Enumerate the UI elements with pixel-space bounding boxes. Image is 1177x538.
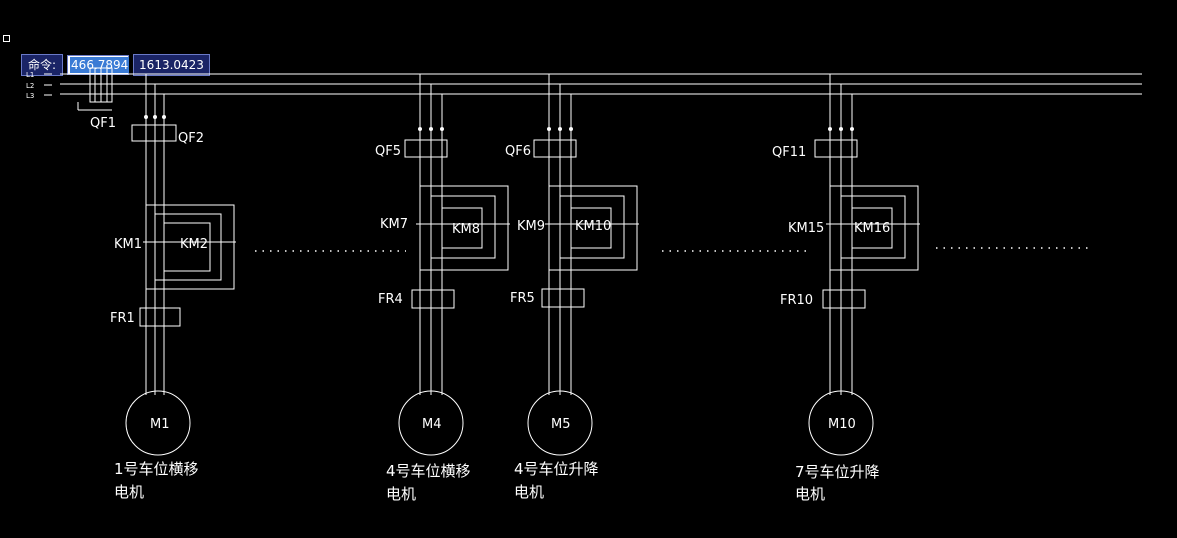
breaker-symbol [814, 139, 858, 158]
contactor-b-label: KM16 [854, 221, 890, 236]
motor-symbol [808, 390, 874, 456]
motor-caption-line2: 电机 [795, 485, 825, 503]
motor-caption-line1: 4号车位升降 [514, 460, 599, 478]
branch-4: QF11 KM15 KM16 FR10 M10 7号车位升降 电机 [772, 74, 920, 503]
breaker-label: QF6 [505, 144, 531, 159]
motor-caption-line2: 电机 [514, 483, 544, 501]
contactor-a-label: KM9 [517, 219, 545, 234]
relay-label: FR1 [110, 311, 135, 326]
breaker-symbol [131, 124, 177, 142]
relay-label: FR10 [780, 293, 813, 308]
breaker-symbol [404, 139, 448, 158]
contactor-b-label: KM8 [452, 222, 480, 237]
command-prompt-label: 命令: [21, 54, 64, 76]
motor-caption-line1: 1号车位横移 [114, 460, 199, 478]
branch-2: QF5 KM7 KM8 FR4 M4 4号车位横移 电机 [375, 74, 510, 503]
relay-symbol [139, 307, 181, 327]
relay-label: FR4 [378, 292, 403, 307]
breaker-symbol [533, 139, 577, 158]
breaker-label: QF5 [375, 144, 401, 159]
bus-label-l3: L3 [26, 92, 34, 100]
main-breaker-qf1: QF1 [77, 67, 116, 131]
motor-label: M1 [150, 417, 170, 432]
relay-label: FR5 [510, 291, 535, 306]
motor-caption-line1: 7号车位升降 [795, 463, 880, 481]
x-coordinate-value[interactable]: 466.7894 [70, 57, 130, 73]
motor-symbol [398, 390, 464, 456]
contactor-a-label: KM1 [114, 237, 142, 252]
bus-label-l2: L2 [26, 82, 34, 90]
bus-label-l1: L1 [26, 71, 34, 79]
motor-symbol [125, 390, 191, 456]
motor-symbol [527, 390, 593, 456]
contactor-a-label: KM15 [788, 221, 824, 236]
branch-3: QF6 KM9 KM10 FR5 M5 4号车位升降 电机 [505, 74, 639, 501]
branch-1: QF2 KM1 KM2 FR1 M1 1号车位横移 电机 [110, 74, 236, 501]
y-coordinate-input[interactable]: 1613.0423 [133, 54, 210, 76]
breaker-label: QF11 [772, 145, 806, 160]
ucs-marker [3, 35, 10, 42]
relay-symbol [541, 288, 585, 308]
relay-symbol [411, 289, 455, 309]
omission-dots [255, 247, 1088, 252]
motor-label: M5 [551, 417, 571, 432]
motor-label: M10 [828, 417, 856, 432]
contactor-b-label: KM2 [180, 237, 208, 252]
power-bus: L1 L2 L3 [26, 71, 1142, 100]
motor-caption-line2: 电机 [114, 483, 144, 501]
breaker-label: QF2 [178, 131, 204, 146]
main-breaker-label: QF1 [90, 116, 116, 131]
dynamic-input-bar[interactable]: 命令: 466.7894 1613.0423 [21, 54, 210, 76]
motor-caption-line1: 4号车位横移 [386, 462, 471, 480]
motor-label: M4 [422, 417, 442, 432]
contactor-a-label: KM7 [380, 217, 408, 232]
relay-symbol [822, 289, 866, 309]
contactor-b-label: KM10 [575, 219, 611, 234]
motor-caption-line2: 电机 [386, 485, 416, 503]
